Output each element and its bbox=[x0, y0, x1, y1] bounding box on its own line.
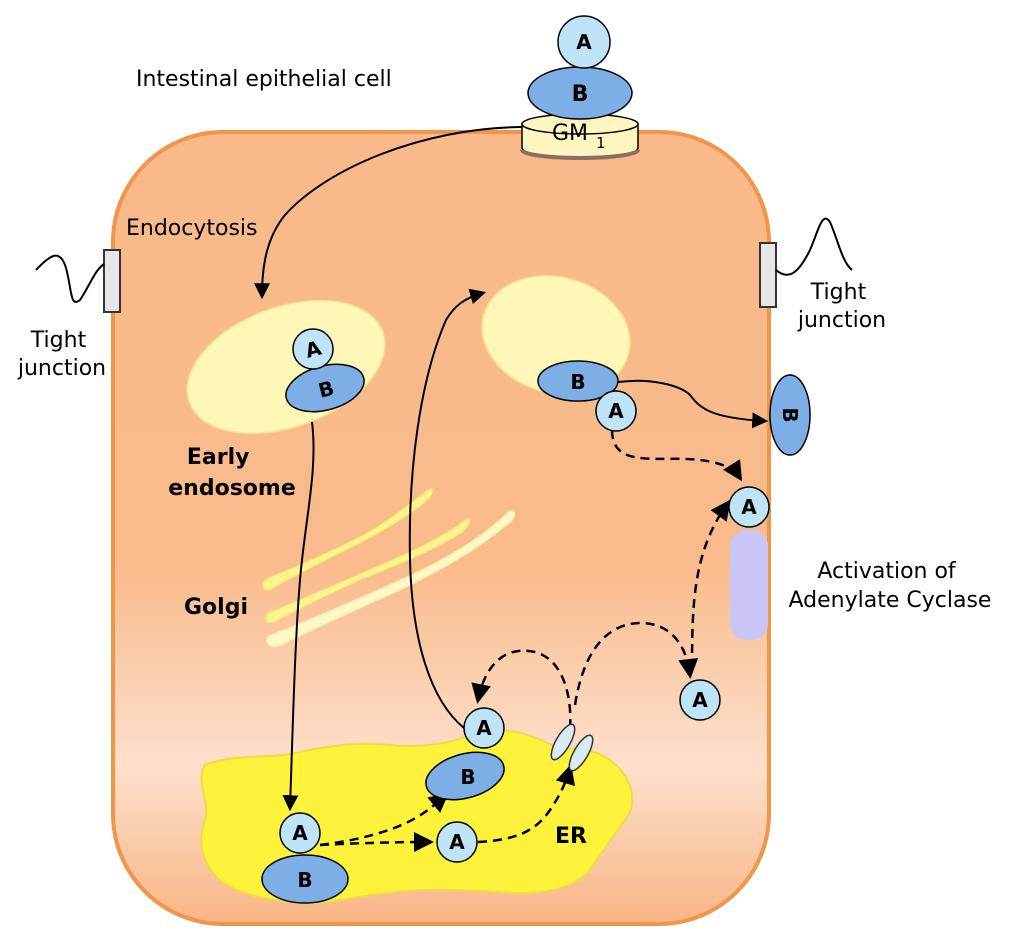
translocon-to-cytosol-arrow bbox=[573, 621, 699, 706]
a-subunit-label: A bbox=[692, 688, 708, 712]
activation-label: Activation of Adenylate Cyclase bbox=[789, 559, 992, 613]
er-a-to-b-arrow bbox=[319, 792, 450, 847]
er-toxin-arrival: B A bbox=[261, 812, 349, 904]
b-subunit bbox=[261, 854, 349, 904]
a-subunit-label: A bbox=[608, 399, 624, 423]
a-subunit bbox=[279, 812, 321, 854]
b-subunit-label: B bbox=[316, 376, 337, 403]
a-to-translocon-arrow bbox=[477, 764, 576, 844]
svg-text:1: 1 bbox=[596, 134, 606, 152]
diagram-title: Intestinal epithelial cell bbox=[136, 67, 392, 92]
endocytosis-arrow bbox=[254, 126, 523, 300]
b-subunit-label: B bbox=[572, 82, 589, 107]
retrograde-arrow bbox=[408, 288, 487, 729]
b-subunit-label: B bbox=[778, 407, 802, 422]
secreted-b-subunit: B bbox=[769, 374, 811, 456]
active-a-subunit: A bbox=[728, 486, 770, 528]
a-subunit-label: A bbox=[303, 336, 325, 363]
b-exit-arrow bbox=[617, 379, 769, 429]
translocon bbox=[550, 723, 594, 772]
endosome-to-er-arrow bbox=[282, 421, 315, 812]
tight-junction-right-label: Tight junction bbox=[797, 280, 886, 333]
translocon-loop-left-arrow bbox=[471, 649, 572, 729]
a-subunit-label: A bbox=[449, 830, 465, 854]
gm1-receptor bbox=[520, 113, 640, 160]
tight-junction-right bbox=[759, 217, 853, 308]
endosome-toxin: B A bbox=[285, 328, 365, 413]
er-a-release-arrow bbox=[319, 832, 434, 853]
er-label: ER bbox=[555, 824, 587, 849]
svg-text:GM: GM bbox=[552, 121, 588, 146]
golgi-label: Golgi bbox=[184, 595, 248, 620]
endocytosis-label: Endocytosis bbox=[126, 216, 258, 241]
adenylate-cyclase bbox=[730, 530, 768, 640]
cytosolic-a-subunit: A bbox=[679, 679, 721, 721]
cytosol-a-to-ac-arrow bbox=[690, 499, 731, 669]
a-subunit-label: A bbox=[741, 495, 757, 519]
b-subunit bbox=[537, 360, 619, 402]
golgi-apparatus bbox=[262, 488, 516, 648]
a-subunit bbox=[463, 707, 505, 749]
a-subunit-label: A bbox=[292, 821, 308, 845]
b-subunit bbox=[425, 751, 505, 801]
dashed-pathways bbox=[319, 429, 743, 853]
er-toxin-recycling: B A bbox=[425, 707, 505, 801]
early-endosome-label: Early endosome bbox=[168, 445, 296, 501]
b-subunit-label: B bbox=[570, 370, 585, 394]
a-subunit bbox=[292, 328, 334, 370]
a-subunit-label: A bbox=[476, 716, 492, 740]
a-subunit-label: A bbox=[576, 30, 592, 54]
surface-toxin: B A bbox=[527, 15, 633, 120]
b-subunit-label: B bbox=[297, 868, 312, 892]
a-subunit bbox=[595, 390, 637, 432]
vesicle-toxin: B A bbox=[537, 360, 637, 432]
gm1-label: GM 1 bbox=[552, 121, 606, 152]
vesicle-a-to-ac-arrow bbox=[610, 429, 743, 482]
b-subunit-label: B bbox=[460, 765, 475, 789]
er-free-a-subunit: A bbox=[436, 821, 478, 863]
tight-junction-left bbox=[35, 249, 121, 313]
a-subunit bbox=[557, 15, 611, 69]
tight-junction-left-label: Tight junction bbox=[17, 328, 106, 381]
